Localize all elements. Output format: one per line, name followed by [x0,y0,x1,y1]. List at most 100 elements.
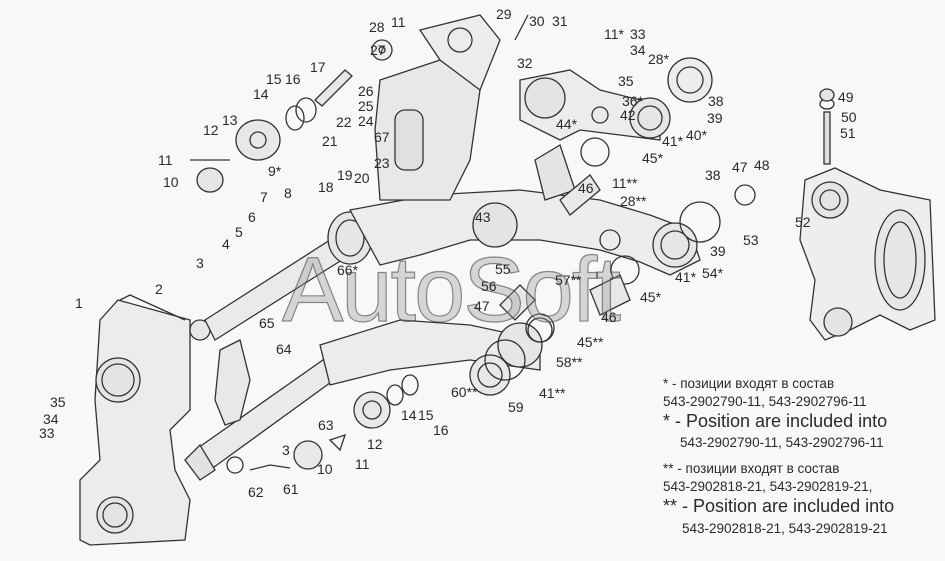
callout-67: 67 [374,129,390,145]
callout-8: 8 [284,185,292,201]
callout-11s: 11* [604,26,624,42]
upper-right-lever-part [519,57,713,141]
callout-10: 10 [163,174,179,190]
callout-36s: 36* [622,93,644,109]
callout-51: 51 [840,125,856,141]
callout-32: 32 [517,55,533,71]
callout-60ss: 60** [451,384,478,400]
bracket-65-part [214,339,251,426]
callout-30: 30 [529,13,545,29]
callout-45s: 45* [640,289,662,305]
central-housing-part [374,14,501,201]
callout-39: 39 [707,110,723,126]
legend-single-star-parts-ru: 543-2902790-11, 543-2902796-11 [663,394,867,409]
callout-19: 19 [337,167,353,183]
callout-14: 14 [401,407,417,423]
callout-27: 27 [370,42,386,58]
callout-11: 11 [355,456,370,472]
callout-34: 34 [43,411,59,427]
callout-29: 29 [496,6,512,22]
callout-3: 3 [282,442,290,458]
callout-34: 34 [630,42,646,58]
callout-16: 16 [285,71,301,87]
callout-43: 43 [475,209,491,225]
callout-15: 15 [266,71,282,87]
callout-12: 12 [203,122,219,138]
callout-28s: 28* [648,51,670,67]
callout-17: 17 [310,59,326,75]
rod-end-part [226,374,419,474]
upper-lever-arm-part [349,189,701,276]
callout-26: 26 [358,83,374,99]
callout-11: 11 [158,152,173,168]
callout-48: 48 [754,157,770,173]
callout-16: 16 [433,422,449,438]
callout-63: 63 [318,417,334,433]
callout-58ss: 58** [556,354,583,370]
callout-47: 47 [474,298,490,314]
callout-39: 39 [710,243,726,259]
callout-56: 56 [481,278,497,294]
callout-46: 46 [601,309,617,325]
callout-50: 50 [841,109,857,125]
callout-57ss: 57** [555,272,582,288]
legend-double-star-en: ** - Position are included into [663,496,895,516]
watermark: AutoSoft [281,238,621,341]
callout-10: 10 [317,461,333,477]
upper-shaft-part [204,211,382,341]
callout-28: 28 [369,19,385,35]
callout-11ss: 11** [612,175,638,191]
callout-13: 13 [222,112,238,128]
legend-single-star-ru: * - позиции входят в состав [663,376,835,391]
callout-64: 64 [276,341,292,357]
callout-6: 6 [248,209,256,225]
legend-single-star-en: * - Position are included into [663,411,888,431]
callout-62: 62 [248,484,264,500]
right-bracket-part [799,88,936,341]
callout-47: 47 [732,159,748,175]
callout-20: 20 [354,170,370,186]
callout-14: 14 [253,86,269,102]
callout-46: 46 [578,180,594,196]
bushing-assembly-part [190,14,529,193]
seal-rings-part [484,137,756,381]
callout-35: 35 [50,394,66,410]
callout-45s: 45* [642,150,664,166]
callout-61: 61 [283,481,299,497]
callout-24: 24 [358,113,374,129]
callout-55: 55 [495,261,511,277]
callout-35: 35 [618,73,634,89]
callout-33: 33 [39,425,55,441]
housing-bracket-part [79,294,191,546]
callout-5: 5 [235,224,243,240]
callout-59: 59 [508,399,524,415]
callout-9s: 9* [268,163,282,179]
callout-42: 42 [620,107,636,123]
callout-3: 3 [196,255,204,271]
callout-31: 31 [552,13,568,29]
callout-23: 23 [374,155,390,171]
callout-49: 49 [838,89,854,105]
callout-7: 7 [260,189,268,205]
callout-11: 11 [391,14,406,30]
callout-2: 2 [155,281,163,297]
lower-lever-arm-part [319,317,553,396]
legend-double-star-ru: ** - позиции входят в состав [663,461,840,476]
legend-double-star-parts-en: 543-2902818-21, 543-2902819-21 [682,521,888,536]
callout-38: 38 [705,167,721,183]
callout-22: 22 [336,114,352,130]
callout-53: 53 [743,232,759,248]
callout-33: 33 [630,26,646,42]
callout-12: 12 [367,436,383,452]
legend-single-star-parts-en: 543-2902790-11, 543-2902796-11 [680,435,884,450]
callout-65: 65 [259,315,275,331]
callout-4: 4 [222,236,230,252]
callout-54s: 54* [702,265,724,281]
callout-25: 25 [358,98,374,114]
callout-41s: 41* [675,269,697,285]
callout-44s: 44* [556,116,578,132]
callout-41ss: 41** [539,385,566,401]
callout-15: 15 [418,407,434,423]
callout-45ss: 45** [577,334,604,350]
callout-18: 18 [318,179,334,195]
